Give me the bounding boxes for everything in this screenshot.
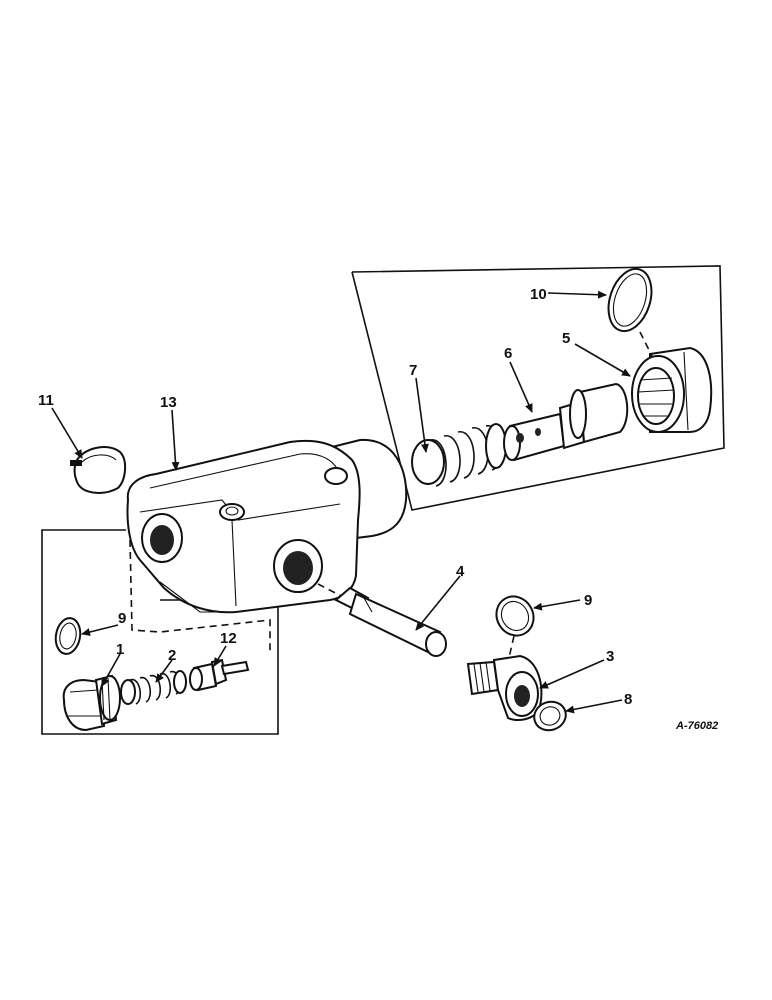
poppet-part-12 (189, 658, 250, 692)
callout-12: 12 (220, 630, 237, 647)
spool-part-6 (503, 382, 629, 462)
spring-part-7 (411, 423, 507, 487)
leader-arrows (51, 290, 631, 714)
nut-part-5 (631, 346, 713, 433)
callout-4: 4 (456, 563, 465, 580)
plug-part (70, 446, 126, 494)
spring-part-2 (120, 670, 187, 705)
fitting-part-3 (466, 654, 543, 721)
callout-10: 10 (530, 286, 547, 303)
o-ring-part-9-left (54, 617, 82, 655)
plug-part-1 (62, 674, 121, 732)
valve-assembly-inset (351, 265, 725, 511)
o-ring-part-10 (607, 267, 653, 333)
callout-6: 6 (504, 345, 512, 362)
callout-13: 13 (160, 394, 177, 411)
callout-9-left: 9 (118, 610, 126, 627)
callout-2: 2 (168, 647, 176, 664)
callout-7: 7 (409, 362, 417, 379)
pin-part-4 (334, 586, 447, 657)
callout-11: 11 (38, 392, 54, 409)
callout-5: 5 (562, 330, 570, 347)
callout-9-right: 9 (584, 592, 592, 609)
o-ring-part-9-right (495, 595, 535, 637)
callout-labels: 10 5 6 7 11 13 4 9 3 8 9 1 2 12 A-76082 (38, 286, 718, 732)
callout-8: 8 (624, 691, 632, 708)
drawing-code: A-76082 (675, 720, 718, 732)
callout-1: 1 (116, 641, 124, 658)
callout-3: 3 (606, 648, 614, 665)
valve-housing (126, 438, 408, 614)
